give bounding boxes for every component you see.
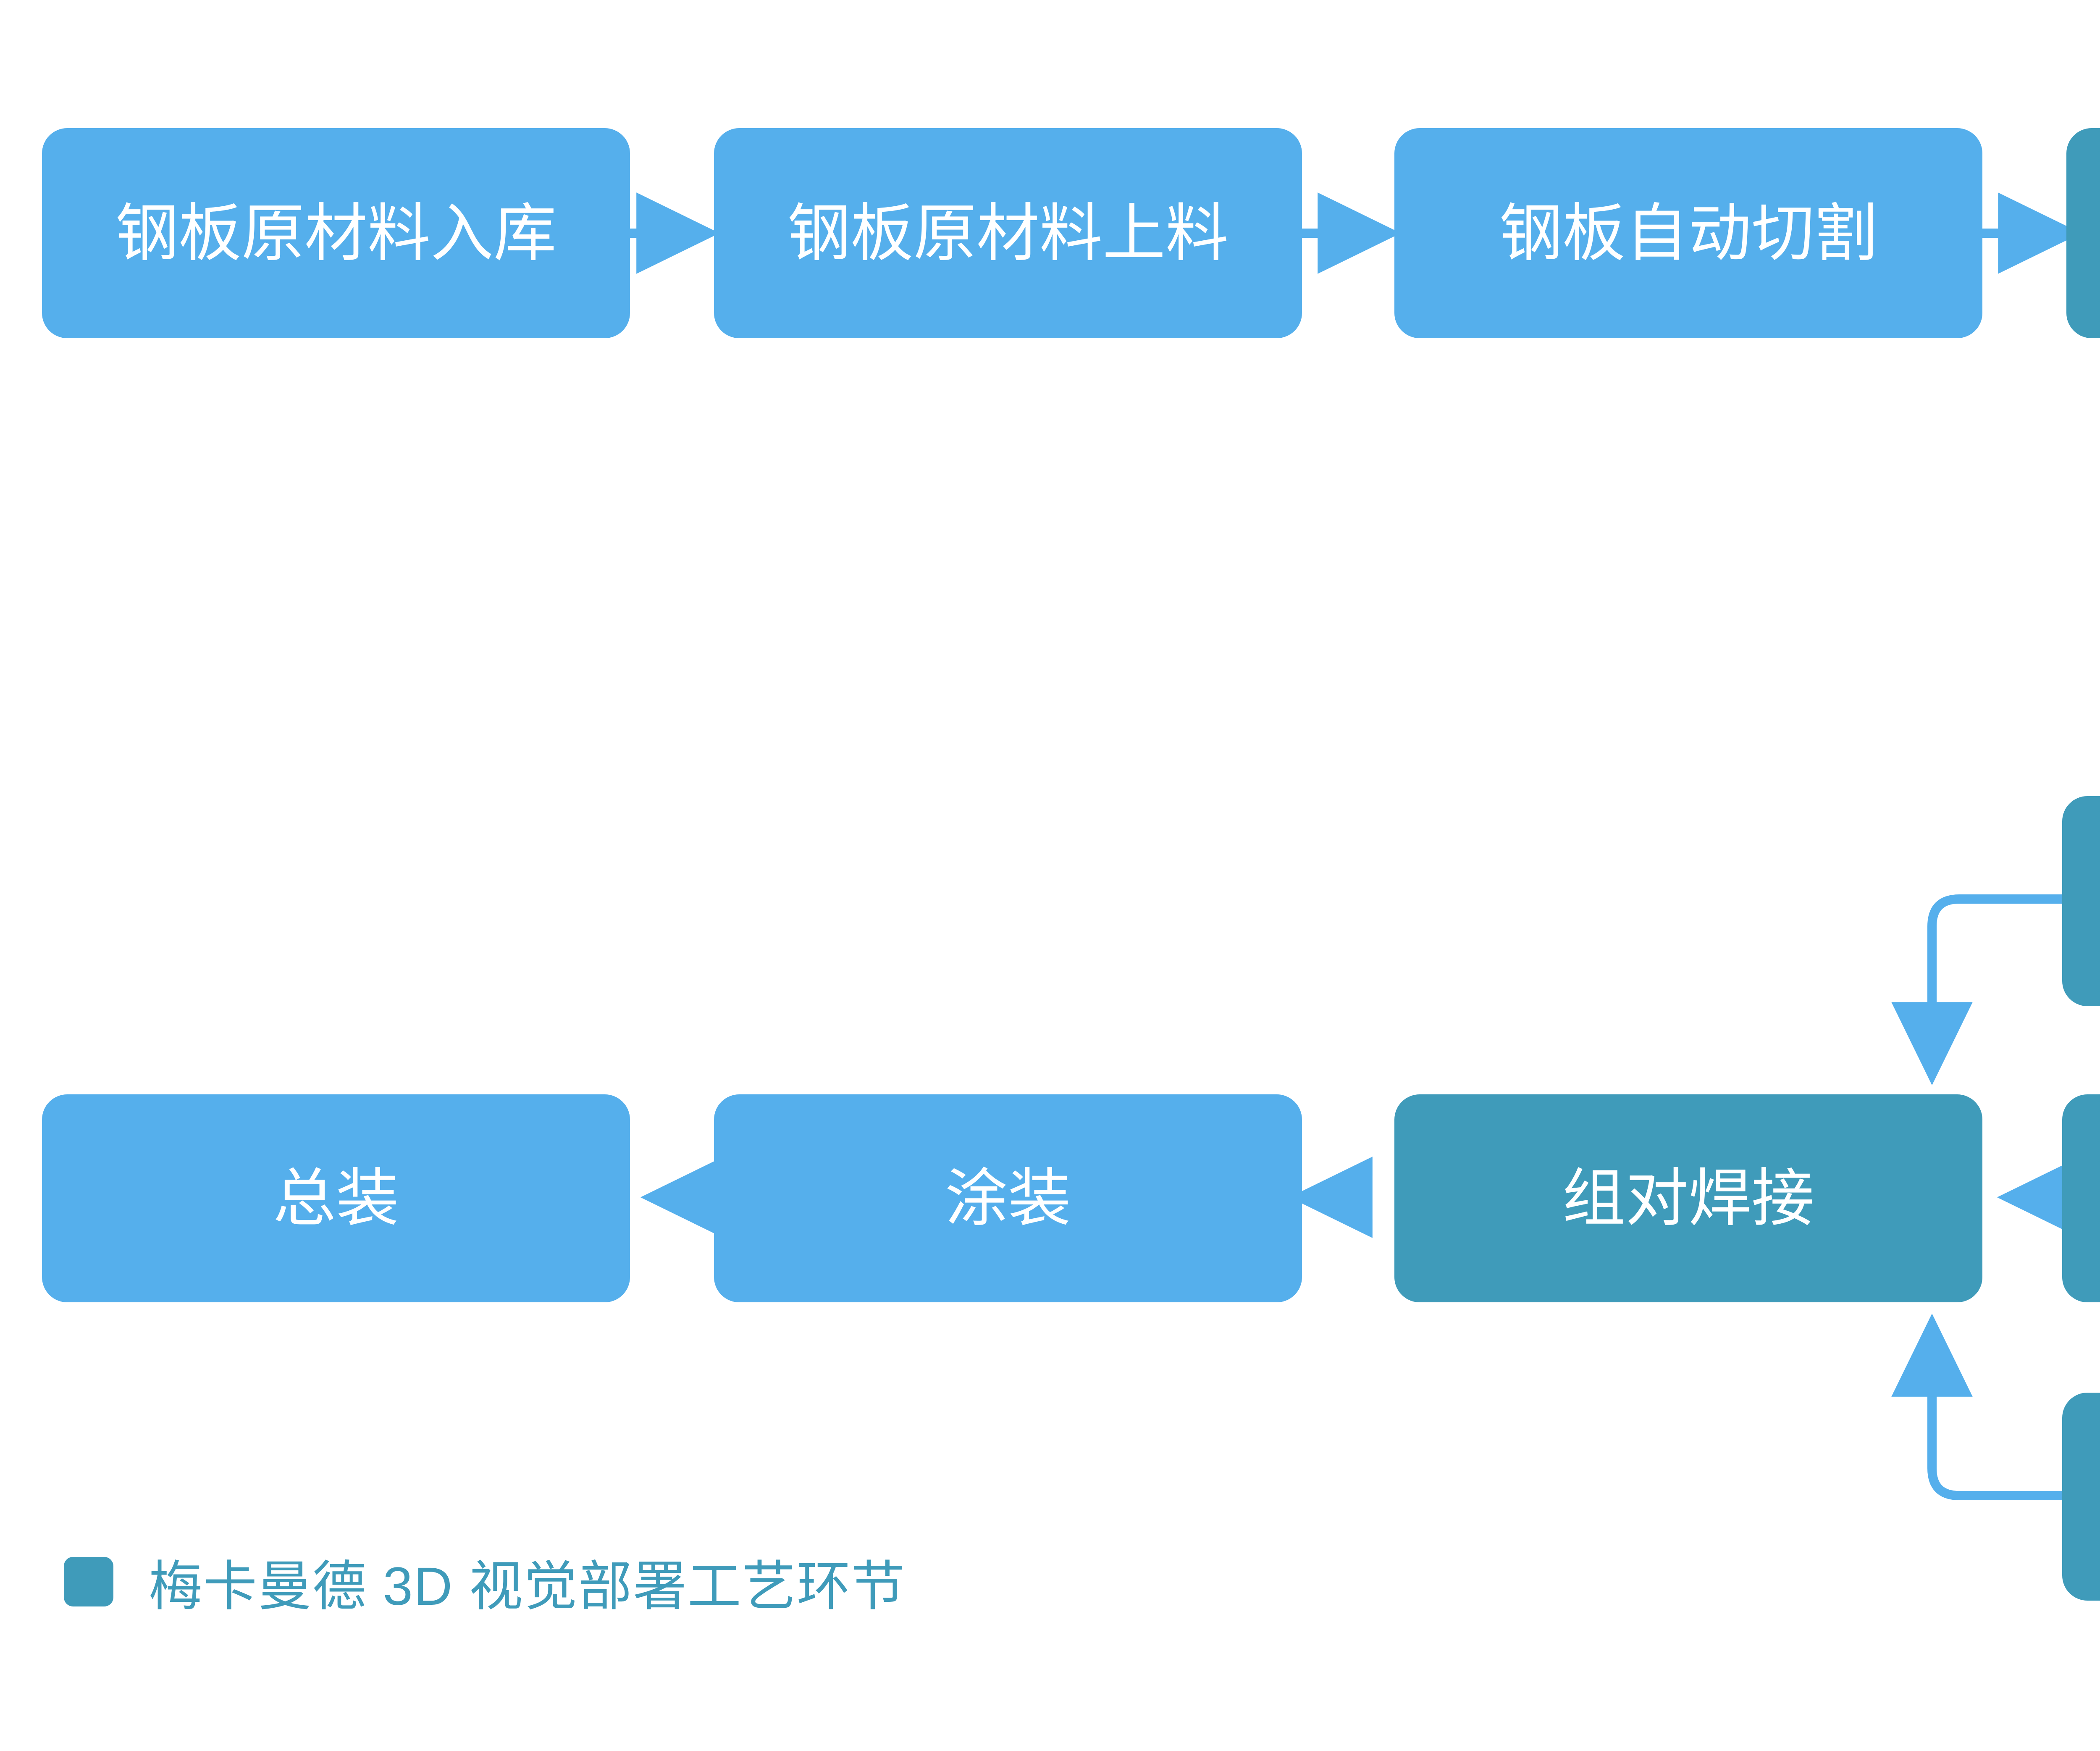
edge-bending-to-welding <box>1891 1313 2062 1500</box>
legend-label: 梅卡曼德 3D 视觉部署工艺环节 <box>149 1556 906 1617</box>
node-label-line1: 涂装 <box>945 1163 1071 1233</box>
node-final-assembly[interactable]: 总装 <box>42 1094 630 1302</box>
node-label-line1: 组对焊接 <box>1562 1163 1814 1233</box>
node-fit-up-welding[interactable]: 组对焊接 <box>1394 1094 1982 1302</box>
node-bending-rolling[interactable]: 折弯/卷圆 <box>2062 1393 2100 1601</box>
node-machining[interactable]: 机加工 <box>2062 1094 2100 1302</box>
legend: 梅卡曼德 3D 视觉部署工艺环节 <box>64 1543 906 1620</box>
node-raw-material-loading[interactable]: 钢板原材料上料 <box>714 128 1302 338</box>
edge-groove-to-welding <box>1891 894 2062 1086</box>
node-label-line1: 钢板自动切割 <box>1499 197 1877 268</box>
node-groove-cutting[interactable]: 开坡口 <box>2062 796 2100 1006</box>
legend-color-swatch <box>64 1556 113 1606</box>
node-label-line1: 钢板原材料上料 <box>787 197 1228 268</box>
node-label-line1: 总装 <box>273 1163 399 1233</box>
node-raw-material-inbound[interactable]: 钢板原材料入库 <box>42 128 630 338</box>
node-auto-cutting[interactable]: 钢板自动切割 <box>1394 128 1982 338</box>
node-painting[interactable]: 涂装 <box>714 1094 1302 1302</box>
node-auto-cut-unload[interactable]: 钢板自动 切割下料 <box>2066 128 2100 338</box>
node-label-line1: 钢板原材料入库 <box>115 197 556 268</box>
